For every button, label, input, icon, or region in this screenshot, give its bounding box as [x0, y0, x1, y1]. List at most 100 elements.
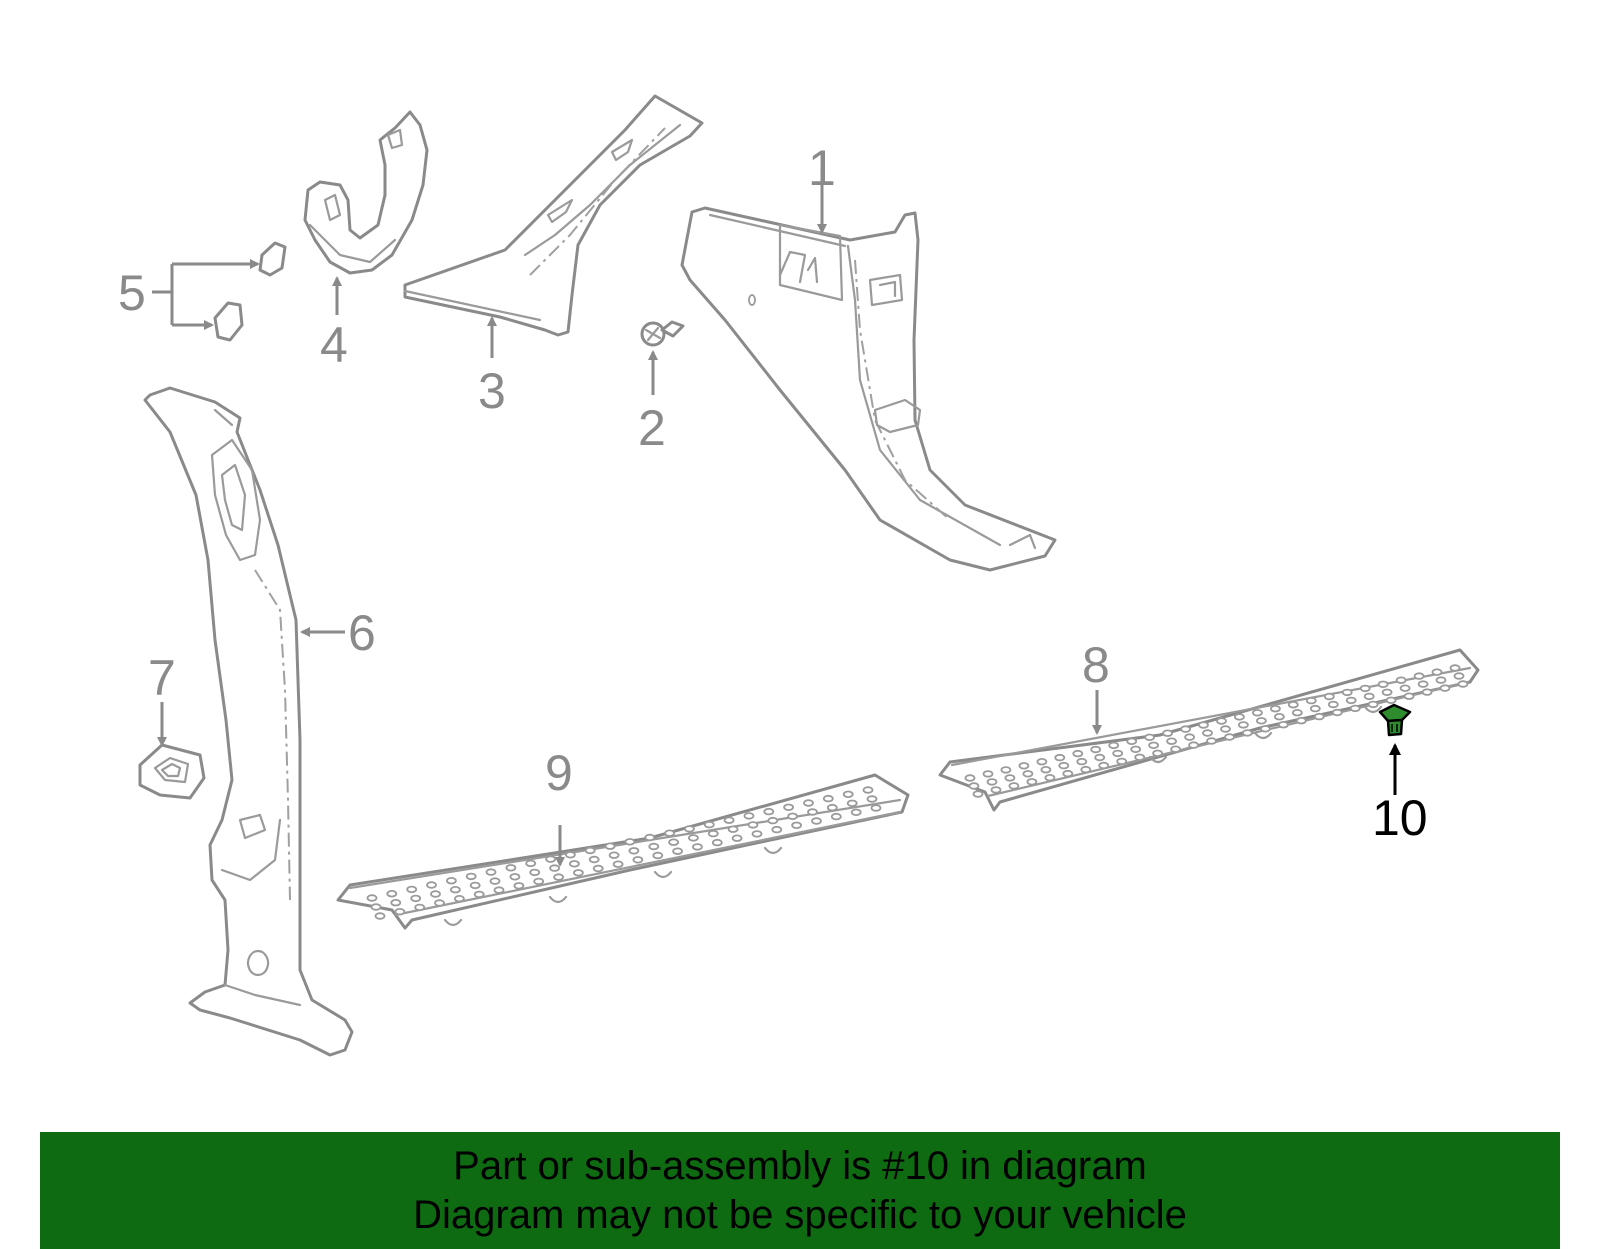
- perforation-hole: [1180, 725, 1191, 733]
- perforation-hole: [668, 838, 679, 846]
- perforation-hole: [1072, 749, 1084, 758]
- perforation-hole: [533, 877, 545, 886]
- perforation-hole: [592, 864, 604, 873]
- perforation-hole: [549, 864, 560, 872]
- perforation-hole: [870, 804, 882, 812]
- perforation-hole: [968, 782, 980, 790]
- perforation-hole: [1206, 737, 1217, 745]
- perforation-hole: [1008, 782, 1020, 790]
- perforation-hole: [1130, 745, 1142, 753]
- perforation-hole: [1220, 725, 1231, 733]
- perforation-hole: [1044, 774, 1056, 782]
- perforation-hole: [632, 856, 644, 864]
- perforation-hole: [573, 869, 584, 877]
- perforation-hole: [767, 816, 779, 825]
- perforation-hole: [1431, 668, 1443, 676]
- perforation-hole: [846, 799, 858, 807]
- perforation-hole: [1345, 696, 1357, 705]
- part-3-pillar-trim: [403, 94, 704, 337]
- perforation-hole: [964, 774, 976, 782]
- perforation-hole: [1000, 766, 1012, 774]
- perforation-hole: [771, 825, 783, 834]
- callout-9: 9: [545, 745, 573, 867]
- perforation-hole: [1274, 713, 1285, 721]
- part-1-cowl-side-trim: [680, 206, 1057, 572]
- callout-2: 2: [638, 350, 666, 456]
- perforation-hole: [1399, 684, 1411, 692]
- perforation-hole: [723, 816, 735, 824]
- perforation-hole: [1022, 770, 1034, 778]
- perforation-hole: [1453, 672, 1465, 680]
- perforation-hole: [811, 817, 822, 825]
- perforation-hole: [509, 873, 521, 881]
- svg-text:10: 10: [1372, 790, 1428, 846]
- perforation-hole: [565, 851, 576, 859]
- perforation-hole: [584, 846, 596, 855]
- callout-8: 8: [1082, 637, 1110, 735]
- callout-4: 4: [320, 276, 348, 373]
- perforation-hole: [1331, 708, 1343, 717]
- perforation-hole: [672, 847, 683, 855]
- perforation-hole: [1116, 757, 1128, 766]
- perforation-hole: [1026, 778, 1038, 786]
- perforation-hole: [791, 821, 802, 829]
- perforation-hole: [648, 842, 660, 851]
- perforation-hole: [1198, 721, 1209, 729]
- perforation-hole: [1385, 696, 1397, 704]
- perforation-hole: [434, 899, 445, 907]
- perforation-hole: [366, 894, 378, 902]
- perforation-hole: [1403, 692, 1415, 700]
- perforation-hole: [1305, 696, 1317, 705]
- perforation-hole: [1098, 761, 1110, 770]
- perforation-hole: [1202, 729, 1213, 737]
- perforation-hole: [469, 881, 481, 890]
- perforation-hole: [394, 908, 406, 916]
- perforation-hole: [1036, 758, 1048, 766]
- perforation-hole: [803, 799, 814, 807]
- perforation-hole: [485, 868, 497, 876]
- perforation-hole: [1004, 774, 1016, 782]
- perforation-hole: [727, 825, 739, 833]
- perforation-hole: [1224, 733, 1235, 741]
- svg-text:7: 7: [148, 650, 176, 706]
- perforation-hole: [426, 881, 437, 889]
- perforation-hole: [1309, 704, 1321, 713]
- perforation-hole: [1018, 762, 1030, 770]
- perforation-hole: [1449, 664, 1461, 672]
- svg-text:1: 1: [808, 140, 836, 196]
- callout-3: 3: [478, 316, 506, 419]
- perforation-hole: [569, 860, 580, 868]
- perforation-hole: [787, 812, 798, 820]
- perforation-hole: [763, 807, 775, 816]
- perforation-hole: [684, 825, 695, 833]
- part-9-front-scuff-plate: [336, 773, 910, 930]
- perforation-hole: [1367, 700, 1379, 709]
- perforation-hole: [445, 877, 457, 885]
- part-6-center-pillar-trim: [143, 386, 354, 1057]
- perforation-hole: [751, 830, 763, 838]
- perforation-hole: [505, 864, 517, 872]
- perforation-hole: [826, 803, 838, 812]
- perforation-hole: [493, 886, 505, 894]
- svg-text:4: 4: [320, 317, 348, 373]
- perforation-hole: [588, 855, 600, 864]
- perforation-hole: [1323, 692, 1335, 701]
- svg-text:2: 2: [638, 400, 666, 456]
- parts-diagram: 1 2 3 4 5: [118, 94, 1480, 1057]
- perforation-hole: [652, 851, 664, 860]
- perforation-hole: [1094, 753, 1106, 762]
- perforation-hole: [1287, 701, 1299, 709]
- perforation-hole: [990, 786, 1002, 794]
- perforation-hole: [553, 873, 564, 881]
- perforation-hole: [1234, 713, 1245, 721]
- perforation-hole: [807, 808, 818, 816]
- perforation-hole: [410, 894, 422, 903]
- perforation-hole: [529, 868, 541, 877]
- perforation-hole: [688, 834, 699, 842]
- perforation-hole: [830, 812, 842, 821]
- perforation-hole: [1327, 700, 1339, 709]
- perforation-hole: [1062, 769, 1074, 778]
- perforation-hole: [1256, 717, 1267, 725]
- perforation-hole: [1421, 688, 1433, 696]
- perforation-hole: [972, 790, 984, 798]
